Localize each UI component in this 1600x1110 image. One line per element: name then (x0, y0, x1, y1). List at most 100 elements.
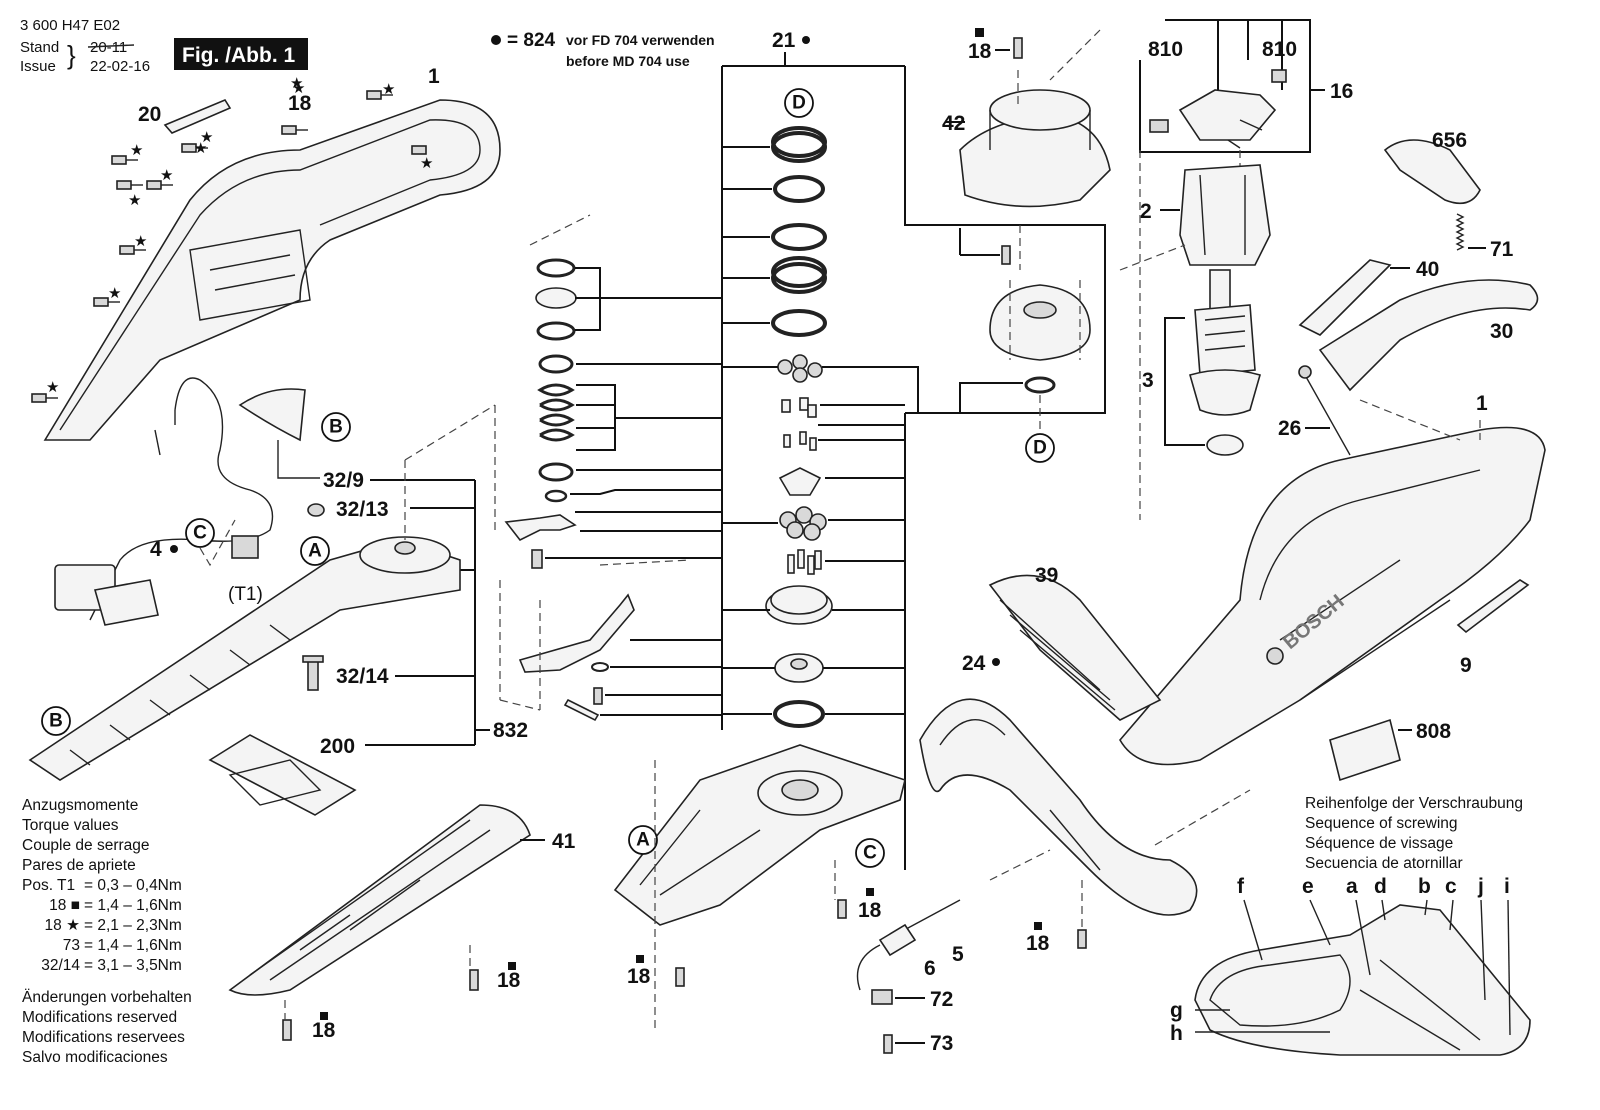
cable-gland (856, 899, 961, 1054)
torque-heading-fr: Couple de serrage (22, 837, 150, 854)
note-824-line2: before MD 704 use (566, 53, 690, 69)
callout-d-right (1025, 433, 1055, 463)
torque-row-pos: 18 ★ (44, 917, 80, 934)
seq-letter-b: b (1418, 875, 1431, 898)
label-p18e: 18 (627, 965, 651, 988)
bullet-24-icon (992, 658, 1000, 666)
cable-part-4 (54, 377, 274, 626)
torque-row-val: = 3,1 – 3,5Nm (84, 957, 182, 974)
label-p32-14: 32/14 (336, 665, 389, 688)
part-656 (1383, 139, 1481, 205)
sequence-de: Reihenfolge der Verschraubung (1305, 795, 1524, 812)
fig-label-box (174, 38, 308, 70)
svg-text:★: ★ (382, 81, 395, 98)
svg-text:★: ★ (128, 192, 141, 209)
seq-letter-i: i (1504, 875, 1510, 898)
bullet-4-icon (170, 545, 178, 553)
callout-b-left (41, 706, 71, 736)
label-p1: 1 (428, 65, 440, 88)
screw-32-14 (302, 655, 324, 691)
label-p18g: 18 (1026, 932, 1050, 955)
sequence-es: Secuencia de atornillar (1305, 855, 1463, 872)
dashed-construction-lines (404, 244, 1461, 881)
callout-c-center (855, 838, 885, 868)
torque-row-val: = 2,1 – 2,3Nm (84, 917, 182, 934)
leaders-drive-lever (600, 639, 722, 716)
seq-letter-c: c (1445, 875, 1457, 898)
label-p832: 832 (493, 719, 528, 742)
label-p2: 2 (1140, 200, 1152, 223)
torque-row-val: = 0,3 – 0,4Nm (84, 877, 182, 894)
svg-text:★: ★ (130, 142, 143, 159)
svg-text:★: ★ (420, 155, 433, 172)
sequence-letters: f e a d b c j i g h (1170, 875, 1510, 1045)
torque-heading-es: Pares de apriete (22, 857, 136, 874)
rod-26-end (1298, 365, 1312, 379)
stator-2 (1179, 164, 1271, 266)
screw-18g (1077, 929, 1087, 949)
drive-lever (518, 593, 635, 722)
label-t1: (T1) (228, 584, 263, 605)
sequence-block: Reihenfolge der Verschraubung Sequence o… (1305, 794, 1523, 874)
label-p9: 9 (1460, 654, 1472, 677)
label-p40: 40 (1416, 258, 1439, 281)
label-p20: 20 (138, 103, 161, 126)
star-mark-18a: ★ (290, 75, 303, 92)
fig-label: Fig. /Abb. 1 (182, 44, 295, 67)
label-p18d: 18 (858, 899, 882, 922)
callout-b-top (321, 412, 351, 442)
square-mark-18 (975, 28, 984, 37)
washer-stack (535, 258, 577, 503)
callout-d-top (784, 88, 814, 118)
sequence-en: Sequence of screwing (1305, 815, 1458, 832)
guard-39 (988, 574, 1162, 721)
dash-screws-41 (284, 945, 471, 1020)
screws-housing (675, 899, 847, 987)
label-p72: 72 (930, 988, 953, 1011)
square-mark-18 (636, 955, 644, 963)
bracket-center-right (904, 66, 1106, 414)
square-mark-18 (508, 962, 516, 970)
nut-32-13 (307, 503, 325, 517)
brush-holder (1149, 69, 1287, 149)
svg-text:★: ★ (160, 167, 173, 184)
svg-text:★: ★ (108, 285, 121, 302)
housing-right-part (1119, 426, 1546, 766)
label-p5: 5 (952, 943, 964, 966)
issue-label: Issue (20, 58, 56, 75)
label-p30: 30 (1490, 320, 1513, 343)
torque-values-block: Anzugsmomente Torque values Couple de se… (22, 796, 150, 876)
armature-3 (1189, 269, 1261, 456)
spring-part (531, 549, 543, 569)
bracket-16-810 (1139, 19, 1325, 153)
svg-text:★: ★ (134, 233, 147, 250)
leaders-washers (545, 267, 722, 559)
pinion-parts (777, 354, 827, 575)
label-p3: 3 (1142, 369, 1154, 392)
changes-fr: Modifications reservees (22, 1029, 185, 1046)
part-40 (1298, 259, 1392, 336)
new-date: 22-02-16 (90, 58, 150, 75)
star-marks: ★★★ ★★★ ★★★ ★★ (46, 80, 433, 396)
crank-gear (722, 585, 905, 728)
label-p18f: 18 (968, 40, 992, 63)
torque-heading-en: Torque values (22, 817, 119, 834)
torque-heading-de: Anzugsmomente (22, 797, 139, 814)
label-p73: 73 (930, 1032, 953, 1055)
label-p26: 26 (1278, 417, 1301, 440)
label-p200: 200 (320, 735, 355, 758)
label-p18a: 18 (288, 92, 312, 115)
square-mark-18 (866, 888, 874, 896)
label-p810a: 810 (1148, 38, 1183, 61)
callout-c-left-text: C (193, 523, 207, 544)
sequence-drawing (1194, 904, 1531, 1056)
label-p39: 39 (1035, 564, 1058, 587)
callout-a-left-text: A (308, 541, 322, 562)
callout-a-center-text: A (636, 830, 650, 851)
torque-row-pos: 73 (62, 937, 80, 954)
label-p16: 16 (1330, 80, 1353, 103)
seq-letter-h: h (1170, 1022, 1183, 1045)
dash-washers (499, 214, 591, 700)
blade-sleeve-detail (228, 759, 322, 806)
changes-block: Änderungen vorbehalten Modifications res… (22, 988, 192, 1068)
